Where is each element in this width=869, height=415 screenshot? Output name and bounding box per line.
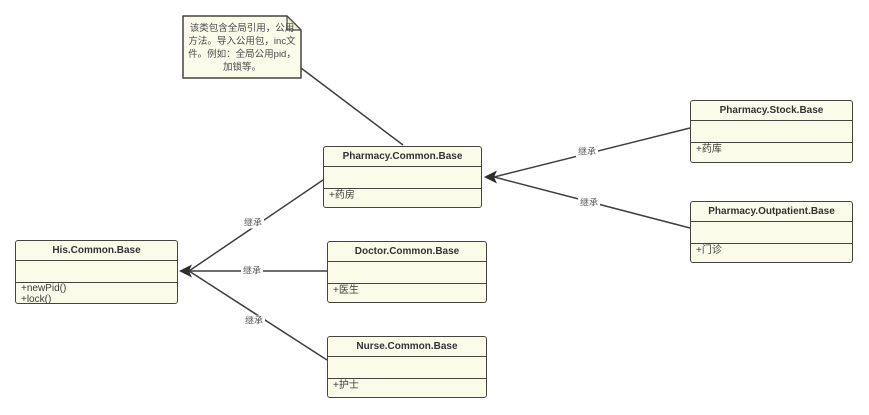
class-member: +lock() <box>21 293 52 305</box>
class-attributes-compartment <box>328 357 486 379</box>
edge-label-inherit: 继承 <box>240 265 264 277</box>
arrowhead-into-his-common <box>179 264 192 278</box>
class-member: +护士 <box>333 380 359 391</box>
class-member: +药库 <box>696 144 722 155</box>
class-operations-compartment: +药库 <box>691 143 852 162</box>
edge-label-inherit: 继承 <box>241 217 265 229</box>
class-member: +newPid() <box>21 283 67 294</box>
note-line: 加锁等。 <box>222 62 261 73</box>
class-member: +药房 <box>329 190 355 201</box>
class-attributes-compartment <box>16 261 177 283</box>
class-title: His.Common.Base <box>16 241 177 261</box>
class-title: Doctor.Common.Base <box>328 242 486 262</box>
note-line: 该类包含全局引用，公用 <box>189 23 295 34</box>
note-text: 该类包含全局引用，公用 方法。导入公用包，inc文 件。例如：全局公用pid， … <box>186 22 298 74</box>
class-attributes-compartment <box>328 262 486 284</box>
class-box-pharmacy-stock-base[interactable]: Pharmacy.Stock.Base +药库 <box>690 100 853 163</box>
class-operations-compartment: +护士 <box>328 379 486 397</box>
class-title: Pharmacy.Stock.Base <box>691 101 852 121</box>
note-line: 件。例如：全局公用pid， <box>188 49 296 60</box>
class-operations-compartment: +门诊 <box>691 244 852 262</box>
edge-label-inherit: 继承 <box>575 146 599 158</box>
note-connector-line[interactable] <box>300 67 404 146</box>
class-box-pharmacy-outpatient-base[interactable]: Pharmacy.Outpatient.Base +门诊 <box>690 201 853 263</box>
edge-label-inherit: 继承 <box>577 197 601 209</box>
class-attributes-compartment <box>691 121 852 143</box>
class-title: Pharmacy.Common.Base <box>324 147 481 167</box>
class-member: +门诊 <box>696 245 722 256</box>
class-operations-compartment: +newPid() +lock() <box>16 283 177 305</box>
class-attributes-compartment <box>324 167 481 189</box>
class-operations-compartment: +药房 <box>324 189 481 207</box>
class-box-pharmacy-common-base[interactable]: Pharmacy.Common.Base +药房 <box>323 146 482 208</box>
class-member: +医生 <box>333 285 359 296</box>
note-line: 方法。导入公用包，inc文 <box>188 36 296 47</box>
note-fold-corner <box>286 15 302 31</box>
class-box-nurse-common-base[interactable]: Nurse.Common.Base +护士 <box>327 336 487 398</box>
edge-label-inherit: 继承 <box>242 315 266 327</box>
note-shape[interactable] <box>182 15 302 79</box>
class-title: Nurse.Common.Base <box>328 337 486 357</box>
class-box-doctor-common-base[interactable]: Doctor.Common.Base +医生 <box>327 241 487 303</box>
class-attributes-compartment <box>691 222 852 244</box>
class-title: Pharmacy.Outpatient.Base <box>691 202 852 222</box>
class-box-his-common-base[interactable]: His.Common.Base +newPid() +lock() <box>15 240 178 304</box>
class-operations-compartment: +医生 <box>328 284 486 302</box>
arrowhead-into-pharmacy-common <box>484 170 497 184</box>
